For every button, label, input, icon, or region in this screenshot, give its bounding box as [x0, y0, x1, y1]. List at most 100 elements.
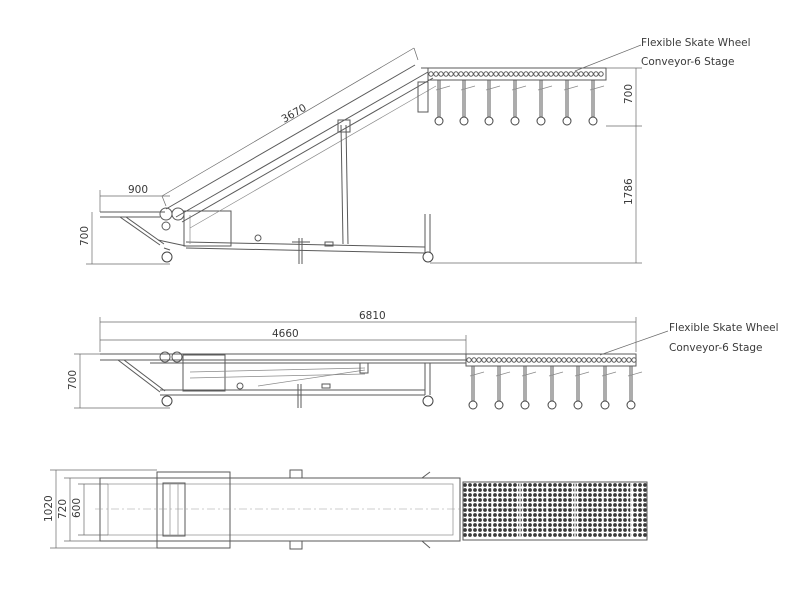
skate-wheel: [496, 357, 502, 363]
skate-wheel-dot: [493, 518, 497, 522]
skate-wheel: [428, 71, 434, 77]
skate-wheel-dot: [523, 503, 527, 507]
skate-wheel-dot: [503, 518, 507, 522]
skate-wheel-dot: [568, 533, 572, 537]
skate-wheel-dot: [578, 493, 582, 497]
caster-wheel: [484, 116, 494, 126]
skate-wheel: [606, 357, 612, 363]
skate-wheel-dot: [473, 503, 477, 507]
skate-wheel-dot: [498, 523, 502, 527]
skate-wheel-dot: [638, 523, 642, 527]
skate-wheel-dot: [593, 503, 597, 507]
skate-wheel-dot: [528, 513, 532, 517]
skate-wheel-dot: [618, 503, 622, 507]
skate-wheel-dot: [463, 503, 467, 507]
skate-wheel-dot: [478, 503, 482, 507]
skate-wheel-dot: [623, 513, 627, 517]
leg-brace: [548, 371, 564, 377]
skate-wheel-dot: [593, 508, 597, 512]
skate-wheel-dot: [588, 508, 592, 512]
skate-wheel-dot: [563, 498, 567, 502]
leg-brace: [601, 371, 617, 377]
skate-wheel-dot: [473, 488, 477, 492]
skate-wheel-dot: [558, 503, 562, 507]
skate-wheel-dot: [538, 508, 542, 512]
skate-wheel: [583, 71, 589, 77]
skate-wheel-dot: [498, 503, 502, 507]
skate-wheel: [458, 71, 464, 77]
skate-wheel-dot: [523, 528, 527, 532]
skate-wheel-dot: [623, 493, 627, 497]
skate-wheel-dot: [498, 498, 502, 502]
skate-wheel-dot: [468, 508, 472, 512]
skate-wheel-dot: [513, 493, 517, 497]
skate-wheel: [443, 71, 449, 77]
skate-wheel-dot: [553, 488, 557, 492]
skate-wheel-dot: [593, 493, 597, 497]
skate-wheel-rollers-v1: [428, 71, 604, 77]
skate-wheel-dot: [498, 508, 502, 512]
skate-wheel-dot: [618, 498, 622, 502]
skate-wheel-dot: [583, 483, 587, 487]
skate-wheel-dot: [543, 523, 547, 527]
skate-wheel-dot: [528, 488, 532, 492]
skate-wheel-dot: [498, 493, 502, 497]
skate-wheel-dot: [558, 488, 562, 492]
skate-wheel-dot: [618, 523, 622, 527]
skate-wheel-dot: [623, 518, 627, 522]
skate-wheel-dot: [468, 483, 472, 487]
skate-wheel: [448, 71, 454, 77]
skate-wheel-dot: [563, 518, 567, 522]
skate-wheel-dot: [633, 528, 637, 532]
skate-wheel-dot: [583, 513, 587, 517]
skate-wheel-dot: [478, 483, 482, 487]
skate-wheel-dot: [528, 533, 532, 537]
skate-wheel-dot: [638, 508, 642, 512]
skate-wheel-dot: [488, 523, 492, 527]
skate-wheel-rollers-v2: [466, 357, 637, 363]
skate-wheel-dot: [548, 513, 552, 517]
skate-wheel: [536, 357, 542, 363]
skate-wheel-dot: [468, 518, 472, 522]
skate-wheel: [568, 71, 574, 77]
skate-wheel-dot: [463, 523, 467, 527]
skate-wheel-dot: [538, 488, 542, 492]
skate-wheel-dot: [523, 488, 527, 492]
skate-wheel-dot: [523, 523, 527, 527]
skate-wheel-dot: [568, 518, 572, 522]
skate-wheel: [468, 71, 474, 77]
skate-wheel-dot: [523, 508, 527, 512]
skate-wheel: [438, 71, 444, 77]
caster-wheel: [459, 116, 469, 126]
skate-wheel-dot: [533, 528, 537, 532]
skate-wheel-dot: [558, 513, 562, 517]
skate-wheel-dot: [478, 498, 482, 502]
skate-wheel-dot: [603, 488, 607, 492]
skate-wheel-dot: [533, 488, 537, 492]
skate-wheel-dot: [608, 483, 612, 487]
flat-side-view: 6810 4660 700: [67, 310, 779, 410]
skate-wheel: [508, 71, 514, 77]
skate-wheel-dot: [533, 483, 537, 487]
skate-wheel-dot: [598, 483, 602, 487]
skate-wheel-dot: [578, 498, 582, 502]
skate-wheel-dot: [618, 483, 622, 487]
caster-wheel: [510, 116, 520, 126]
skate-wheel: [566, 357, 572, 363]
skate-wheel-dot: [583, 533, 587, 537]
skate-wheel-dot: [533, 493, 537, 497]
skate-wheel-dot: [638, 528, 642, 532]
skate-wheel-dot: [623, 533, 627, 537]
skate-wheel-dot: [623, 508, 627, 512]
skate-wheel: [493, 71, 499, 77]
skate-wheel-dot: [588, 498, 592, 502]
skate-wheel-dot: [608, 513, 612, 517]
skate-wheel-dot: [563, 508, 567, 512]
skate-wheel-dot: [608, 528, 612, 532]
skate-wheel-dot: [508, 503, 512, 507]
skate-wheel-dot: [608, 488, 612, 492]
dim-outer-width: 1020: [43, 495, 55, 522]
skate-wheel-dot: [483, 523, 487, 527]
skate-wheel-dot: [588, 518, 592, 522]
skate-wheel-dot: [603, 483, 607, 487]
